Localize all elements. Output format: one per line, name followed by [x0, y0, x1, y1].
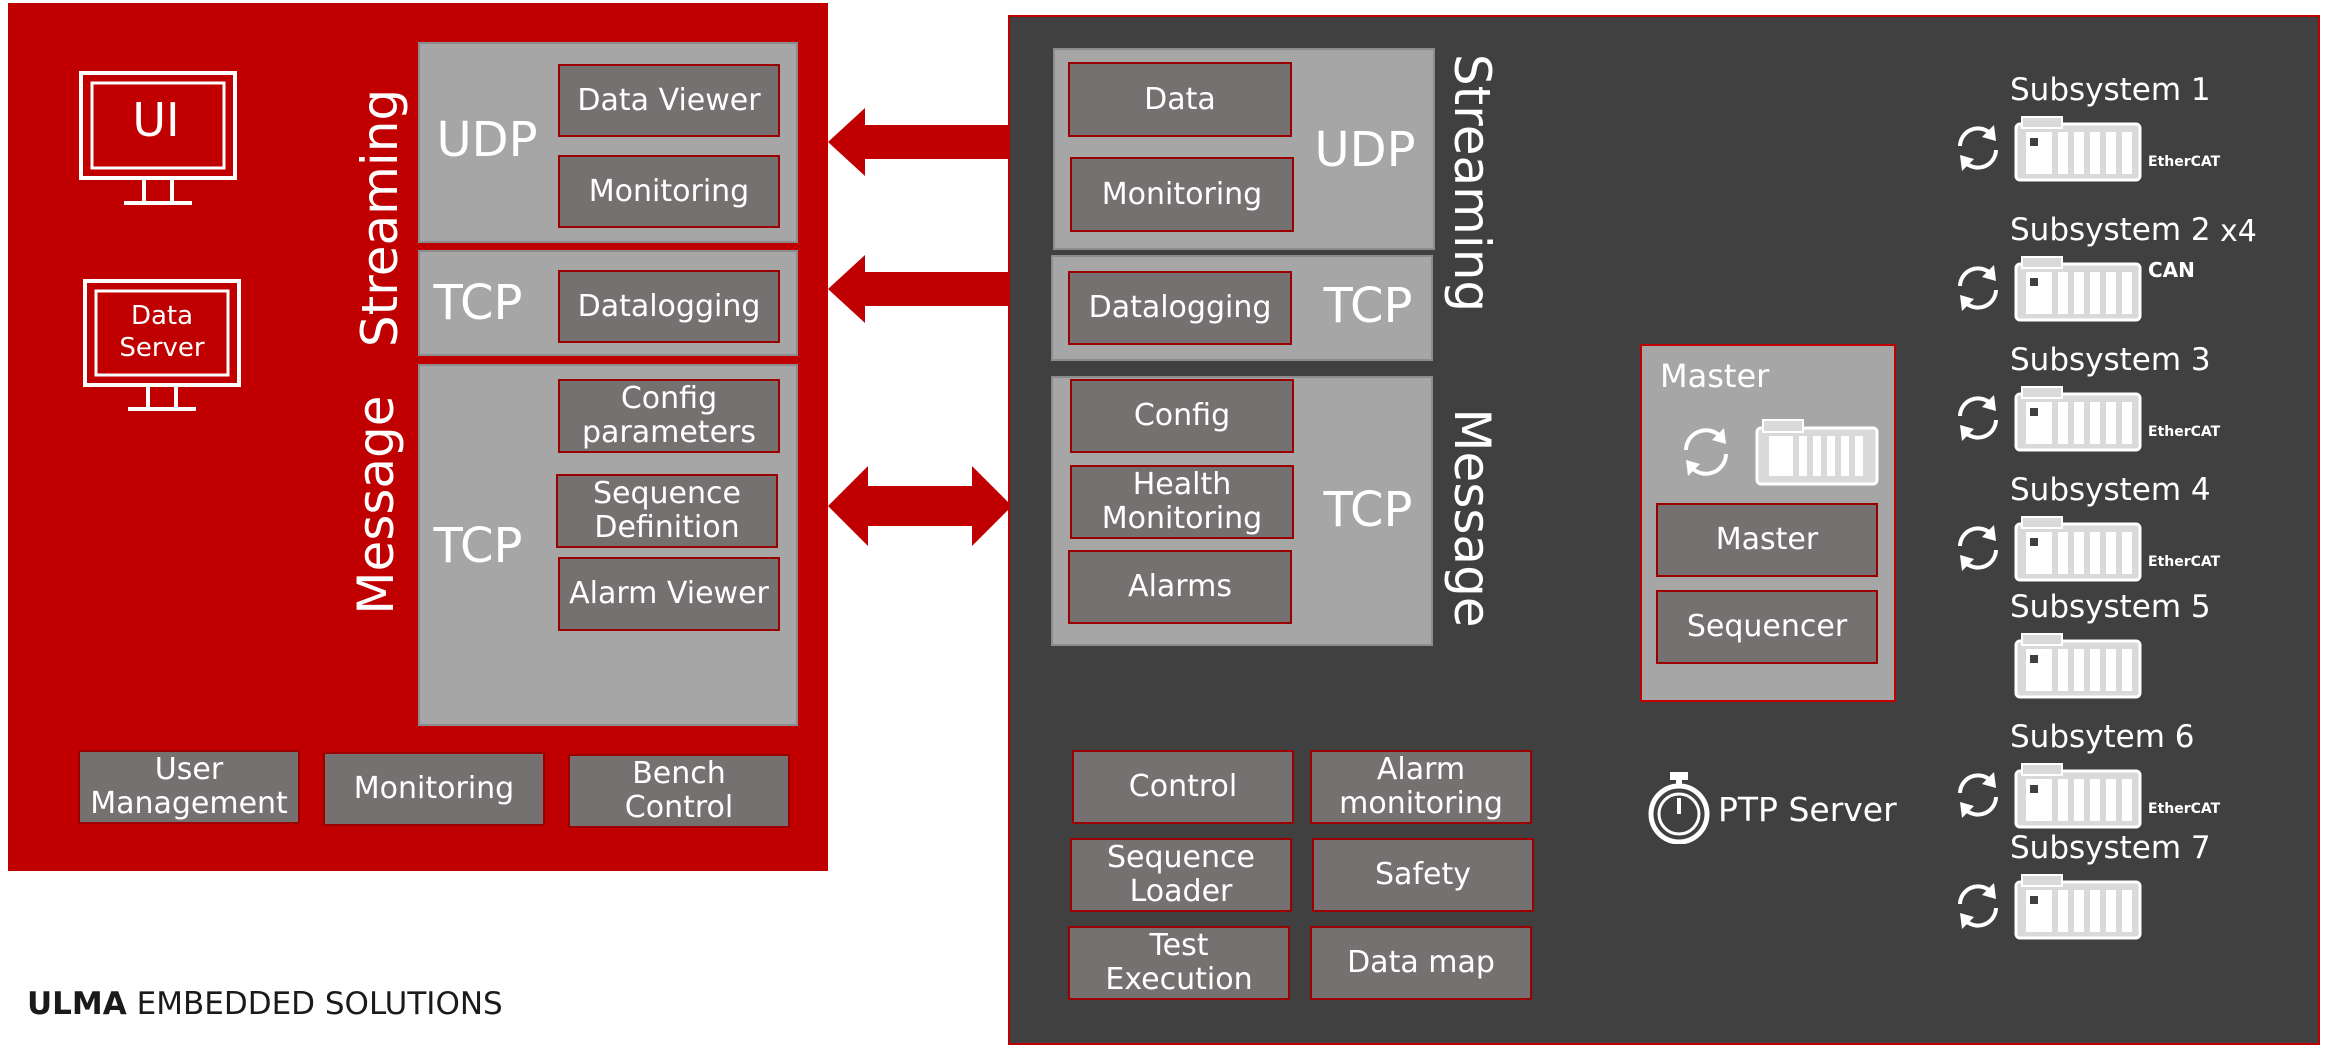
client-monitoring-stream-button[interactable]: Monitoring: [558, 155, 780, 228]
health-monitoring-button[interactable]: Health Monitoring: [1070, 465, 1294, 539]
sync-icon: [1950, 880, 2006, 932]
can-logo: CAN: [2148, 258, 2195, 282]
plc-icon: [2014, 116, 2142, 182]
server-message-label: Message: [1443, 408, 1501, 628]
client-datalogging-button[interactable]: Datalogging: [558, 270, 780, 343]
sequence-loader-button[interactable]: Sequence Loader: [1070, 838, 1292, 912]
ethercat-logo: EtherCAT: [2148, 554, 2221, 570]
plc-icon: [2014, 874, 2142, 940]
server-datalogging-button[interactable]: Datalogging: [1068, 271, 1292, 345]
arrows-connector: [820, 100, 1020, 560]
ethercat-logo: EtherCAT: [2148, 801, 2221, 817]
client-tcp-msg-label: TCP: [433, 518, 523, 574]
plc-icon: [2014, 633, 2142, 699]
ui-label: UI: [132, 93, 180, 147]
server-tcp-stream-label: TCP: [1323, 278, 1413, 334]
client-monitoring-bottom-button[interactable]: Monitoring: [323, 752, 545, 826]
plc-icon: [2014, 763, 2142, 829]
subsystem-title: Subsytem 6: [2010, 719, 2195, 755]
brand-bold: ULMA: [27, 986, 127, 1022]
subsystem-title: Subsystem 5: [2010, 589, 2211, 625]
master-title: Master: [1660, 357, 1770, 395]
sync-icon: [1950, 769, 2006, 821]
alarms-button[interactable]: Alarms: [1068, 550, 1292, 624]
ethercat-logo: EtherCAT: [2148, 154, 2221, 170]
sequencer-button[interactable]: Sequencer: [1656, 590, 1878, 664]
bench-control-button[interactable]: Bench Control: [568, 754, 790, 828]
sync-icon: [1950, 392, 2006, 444]
ptp-server-label: PTP Server: [1718, 790, 1897, 829]
server-tcp-msg-label: TCP: [1323, 482, 1413, 538]
subsystem-title: Subsystem 7: [2010, 830, 2211, 866]
data-viewer-button[interactable]: Data Viewer: [558, 64, 780, 137]
server-config-button[interactable]: Config: [1070, 379, 1294, 453]
plc-icon: [2014, 516, 2142, 582]
brand-rest: EMBEDDED SOLUTIONS: [126, 986, 503, 1022]
client-udp-label: UDP: [436, 112, 538, 168]
sync-icon: [1950, 522, 2006, 574]
data-server-label: Data Server: [119, 301, 205, 363]
client-streaming-label: Streaming: [351, 88, 409, 348]
user-management-button[interactable]: User Management: [78, 750, 300, 824]
server-udp-label: UDP: [1314, 122, 1416, 178]
subsystem-title: Subsystem 1: [2010, 72, 2211, 108]
plc-icon: [2014, 386, 2142, 452]
master-button[interactable]: Master: [1656, 503, 1878, 577]
tcp-arrow-left: [828, 255, 1010, 323]
server-data-button[interactable]: Data: [1068, 62, 1292, 137]
sync-icon: [1950, 122, 2006, 174]
server-streaming-label: Streaming: [1443, 53, 1501, 313]
master-plc-icon: [1755, 418, 1880, 486]
control-button[interactable]: Control: [1072, 750, 1294, 824]
master-sync-icon: [1674, 424, 1738, 480]
company-logo: ULMA EMBEDDED SOLUTIONS: [27, 982, 503, 1026]
safety-button[interactable]: Safety: [1312, 838, 1534, 912]
subsystem-title: Subsystem 4: [2010, 472, 2211, 508]
udp-arrow-left: [828, 108, 1010, 176]
sync-icon: [1950, 262, 2006, 314]
client-message-label: Message: [347, 395, 405, 615]
sequence-definition-button[interactable]: Sequence Definition: [556, 474, 778, 548]
message-arrow-double: [828, 466, 1012, 546]
data-server-monitor-icon: [82, 278, 246, 414]
config-parameters-button[interactable]: Config parameters: [558, 379, 780, 453]
test-execution-button[interactable]: Test Execution: [1068, 926, 1290, 1000]
client-tcp-stream-label: TCP: [433, 275, 523, 331]
subsystem-multiplier: x4: [2220, 214, 2257, 249]
subsystem-title: Subsystem 2: [2010, 212, 2211, 248]
data-map-button[interactable]: Data map: [1310, 926, 1532, 1000]
alarm-viewer-button[interactable]: Alarm Viewer: [558, 557, 780, 631]
plc-icon: [2014, 256, 2142, 322]
ui-monitor-icon: [78, 70, 242, 210]
alarm-monitoring-button[interactable]: Alarm monitoring: [1310, 750, 1532, 824]
subsystem-title: Subsystem 3: [2010, 342, 2211, 378]
server-monitoring-button[interactable]: Monitoring: [1070, 157, 1294, 232]
ethercat-logo: EtherCAT: [2148, 424, 2221, 440]
stopwatch-icon: [1646, 770, 1712, 845]
